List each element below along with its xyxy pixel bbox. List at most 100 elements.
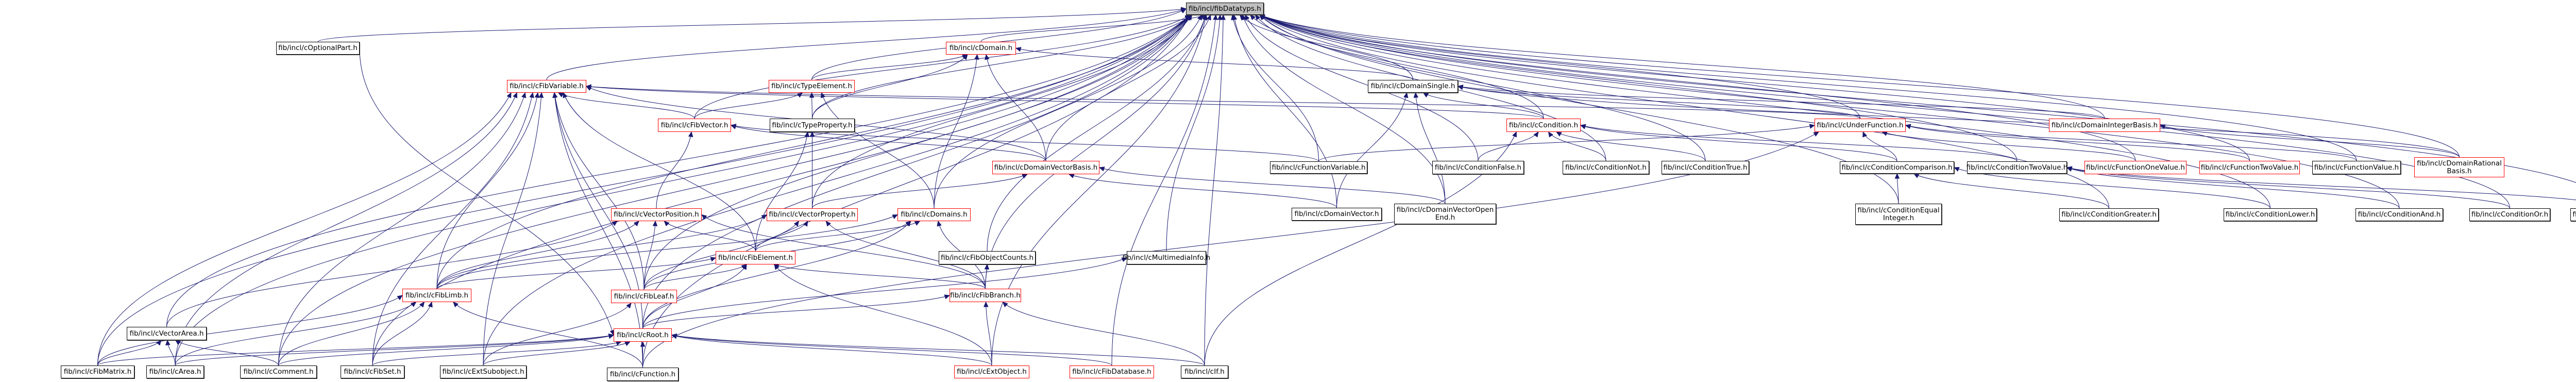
graph-node-cDomainVectorBasis[interactable]: fib/incl/cDomainVectorBasis.h — [992, 161, 1099, 174]
graph-node-cConditionTwoValue[interactable]: fib/incl/cConditionTwoValue.h — [1967, 161, 2067, 174]
edge-cDomainVectorBasis-to-fibDatatyps — [1045, 14, 1211, 161]
graph-node-cExtObject[interactable]: fib/incl/cExtObject.h — [954, 366, 1029, 378]
graph-node-cExtSubobject[interactable]: fib/incl/cExtSubobject.h — [440, 366, 527, 378]
graph-node-cConditionNot[interactable]: fib/incl/cConditionNot.h — [1563, 161, 1649, 174]
arrowhead-icon — [985, 54, 990, 60]
edge-cFibMatrix-to-cFibLimb — [97, 295, 403, 366]
graph-node-cConditionEqualInteger[interactable]: fib/incl/cConditionEqual Integer.h — [1855, 204, 1942, 225]
arrowhead-icon — [796, 92, 803, 98]
graph-node-cConditionFalse[interactable]: fib/incl/cConditionFalse.h — [1432, 161, 1524, 174]
graph-node-cFunctionTwoValue[interactable]: fib/incl/cFunctionTwoValue.h — [2199, 161, 2300, 174]
graph-node-cTypeElement[interactable]: fib/incl/cTypeElement.h — [769, 80, 855, 93]
arrowhead-icon — [944, 294, 951, 300]
edge-cConditionFalse-to-cCondition — [1478, 131, 1539, 161]
edge-cDomainVectorOpenEnd-to-cDomainVectorBasis — [1099, 167, 1446, 204]
edge-cFibSet-to-cFibVariable — [372, 92, 533, 366]
edge-cDomainSingle-to-cDomain — [1015, 48, 1413, 80]
graph-node-cFibElement[interactable]: fib/incl/cFibElement.h — [716, 251, 795, 264]
edge-cDomainIntegerBasis-to-fibDatatyps — [1259, 14, 2105, 119]
graph-node-cConditionOr[interactable]: fib/incl/cConditionOr.h — [2469, 208, 2550, 221]
graph-node-cConditionComparison[interactable]: fib/incl/cConditionComparison.h — [1840, 161, 1954, 174]
graph-node-cCondition[interactable]: fib/incl/cCondition.h — [1506, 119, 1581, 132]
edge-cFibVector-to-cTypeElement — [694, 92, 803, 119]
edge-cConditionXor-to-cConditionTwoValue — [2066, 167, 2576, 201]
arrowhead-icon — [1953, 167, 1960, 172]
edge-cDomainRationalBasis-to-cDomainSingle — [1458, 86, 2460, 158]
graph-node-cConditionAnd[interactable]: fib/incl/cConditionAnd.h — [2355, 208, 2443, 221]
edge-cConditionGreater-to-cConditionComparison — [1913, 173, 2109, 209]
graph-node-cFunctionValue[interactable]: fib/incl/cFunctionValue.h — [2312, 161, 2401, 174]
graph-node-cVectorArea[interactable]: fib/incl/cVectorArea.h — [127, 327, 207, 340]
graph-node-cFibVector[interactable]: fib/incl/cFibVector.h — [658, 119, 731, 132]
edge-cDomain-to-fibDatatyps — [980, 14, 1206, 42]
arrowhead-icon — [1022, 174, 1028, 179]
graph-node-cConditionXor[interactable]: fib/incl/cConditionXor.h — [2570, 208, 2576, 221]
graph-node-cConditionLower[interactable]: fib/incl/cConditionLower.h — [2224, 208, 2317, 221]
graph-node-cFibLeaf[interactable]: fib/incl/cFibLeaf.h — [611, 290, 677, 303]
graph-node-cFibMatrix[interactable]: fib/incl/cFibMatrix.h — [61, 366, 134, 378]
graph-node-cVectorPosition[interactable]: fib/incl/cVectorPosition.h — [611, 208, 702, 221]
arrowhead-icon — [506, 92, 512, 98]
graph-node-cConditionTrue[interactable]: fib/incl/cConditionTrue.h — [1662, 161, 1749, 174]
graph-node-cRoot[interactable]: fib/incl/cRoot.h — [614, 328, 672, 342]
edge-cDomains-to-cTypeElement — [821, 92, 935, 209]
graph-node-cDomains[interactable]: fib/incl/cDomains.h — [897, 208, 971, 221]
graph-node-cDomainVector[interactable]: fib/incl/cDomainVector.h — [1292, 208, 1382, 221]
edge-cDomainVectorBasis-to-cFibVector — [731, 125, 1046, 161]
edge-cRoot-to-cDomains — [642, 221, 911, 329]
edge-cIf-to-fibDatatyps — [1204, 14, 1224, 366]
arrowhead-icon — [608, 334, 615, 339]
edge-cArea-to-cRoot — [175, 335, 614, 366]
graph-node-cDomainVectorOpenEnd[interactable]: fib/incl/cDomainVectorOpen End.h — [1394, 204, 1496, 224]
edge-cRoot-to-fibDatatyps — [642, 14, 1191, 329]
graph-node-cFibBranch[interactable]: fib/incl/cFibBranch.h — [950, 289, 1021, 302]
edge-cUnderFunction-to-fibDatatyps — [1259, 14, 1860, 119]
graph-node-cFibSet[interactable]: fib/incl/cFibSet.h — [341, 366, 404, 378]
graph-node-cFunctionOneValue[interactable]: fib/incl/cFunctionOneValue.h — [2084, 161, 2187, 174]
arrowhead-icon — [410, 302, 417, 307]
edge-cExtObject-to-cFibElement — [774, 264, 992, 366]
edge-cFibLimb-to-cFibElement — [436, 257, 716, 289]
edge-cExtObject-to-fibDatatyps — [991, 14, 1207, 366]
edge-cFibElement-to-cVectorPosition — [664, 221, 756, 252]
graph-node-cComment[interactable]: fib/incl/cComment.h — [240, 366, 317, 378]
graph-node-cFibObjectCounts[interactable]: fib/incl/cFibObjectCounts.h — [939, 251, 1036, 264]
graph-node-cDomainIntegerBasis[interactable]: fib/incl/cDomainIntegerBasis.h — [2049, 119, 2160, 132]
edge-cFunction-to-cFibVariable — [554, 92, 643, 368]
edge-cConditionGreater-to-fibDatatyps — [1259, 14, 2109, 209]
arrowhead-icon — [774, 263, 779, 270]
graph-node-cArea[interactable]: fib/incl/cArea.h — [146, 366, 204, 378]
edge-cConditionTrue-to-cCondition — [1556, 131, 1706, 161]
graph-node-cDomain[interactable]: fib/incl/cDomain.h — [946, 42, 1016, 55]
edge-cExtSubobject-to-cFibVariable — [483, 92, 542, 366]
graph-node-cDomainRationalBasis[interactable]: fib/incl/cDomainRational Basis.h — [2414, 157, 2504, 177]
arrowhead-icon — [688, 131, 693, 138]
graph-node-fibDatatyps[interactable]: fib/incl/fibDatatyps.h — [1186, 3, 1264, 15]
edge-cCondition-to-fibDatatyps — [1250, 14, 1544, 119]
graph-node-cFibDatabase[interactable]: fib/incl/cFibDatabase.h — [1070, 366, 1154, 378]
graph-node-cUnderFunction[interactable]: fib/incl/cUnderFunction.h — [1815, 119, 1906, 132]
graph-node-cFibVariable[interactable]: fib/incl/cFibVariable.h — [507, 80, 586, 93]
graph-node-cConditionGreater[interactable]: fib/incl/cConditionGreater.h — [2059, 208, 2159, 221]
edge-cFibObjectCounts-to-fibDatatyps — [987, 14, 1207, 252]
graph-node-cFunction[interactable]: fib/incl/cFunction.h — [607, 368, 679, 381]
graph-node-cMultimediaInfo[interactable]: fib/incl/cMultimediaInfo.h — [1123, 251, 1210, 264]
edge-cDomains-to-cDomain — [934, 54, 978, 209]
edge-cFibElement-to-cFibVariable — [563, 92, 756, 252]
arrowhead-icon — [1862, 131, 1868, 138]
edge-cFibSet-to-cFibLimb — [372, 302, 432, 366]
arrowhead-icon — [633, 221, 639, 227]
graph-node-cTypeProperty[interactable]: fib/incl/cTypeProperty.h — [770, 119, 855, 132]
edge-cConditionComparison-to-cCondition — [1580, 125, 1897, 162]
graph-node-cVectorProperty[interactable]: fib/incl/cVectorProperty.h — [767, 208, 858, 221]
graph-node-cIf[interactable]: fib/incl/cIf.h — [1181, 366, 1228, 378]
edge-cFibDatabase-to-fibDatatyps — [1111, 14, 1216, 366]
edge-cOptionalPart-to-cRoot — [359, 48, 614, 336]
graph-node-cFibLimb[interactable]: fib/incl/cFibLimb.h — [402, 289, 471, 302]
graph-node-cOptionalPart[interactable]: fib/incl/cOptionalPart.h — [276, 42, 360, 55]
graph-node-cDomainSingle[interactable]: fib/incl/cDomainSingle.h — [1368, 80, 1458, 93]
edge-cConditionOr-to-cConditionTwoValue — [2066, 167, 2510, 209]
graph-node-cFunctionVariable[interactable]: fib/incl/cFunctionVariable.h — [1270, 161, 1367, 174]
edge-cFunctionValue-to-cUnderFunction — [1905, 125, 2357, 161]
edge-cFibBranch-to-cFibElement — [774, 264, 986, 289]
